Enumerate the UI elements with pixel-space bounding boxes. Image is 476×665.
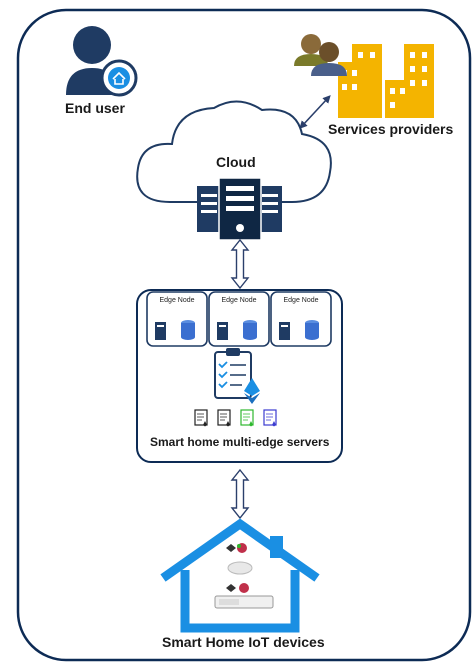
multi-edge-label: Smart home multi-edge servers (150, 435, 330, 449)
cloud-label: Cloud (216, 154, 256, 170)
arrow-cloud-edge (230, 238, 250, 290)
house-icon (160, 518, 320, 633)
edge-node-title: Edge Node (159, 297, 195, 304)
edge-node-title: Edge Node (221, 297, 257, 304)
cloud-icon (136, 100, 332, 203)
arrow-edge-home (230, 468, 250, 520)
clipboard-ethereum-icon (214, 348, 260, 404)
edge-node-icons (155, 320, 319, 340)
ledger-docs (194, 409, 277, 427)
services-providers-icon (294, 34, 434, 118)
arrow-cloud-services (299, 95, 331, 129)
edge-node-title: Edge Node (283, 297, 319, 304)
outer-frame (16, 8, 472, 662)
services-providers-label: Services providers (328, 121, 454, 137)
iot-devices-label: Smart Home IoT devices (162, 634, 325, 650)
edge-node-boxes (146, 291, 332, 347)
end-user-icon (66, 26, 138, 97)
server-rack-icon (197, 177, 282, 241)
end-user-label: End user (65, 100, 125, 116)
iot-devices (214, 543, 274, 609)
